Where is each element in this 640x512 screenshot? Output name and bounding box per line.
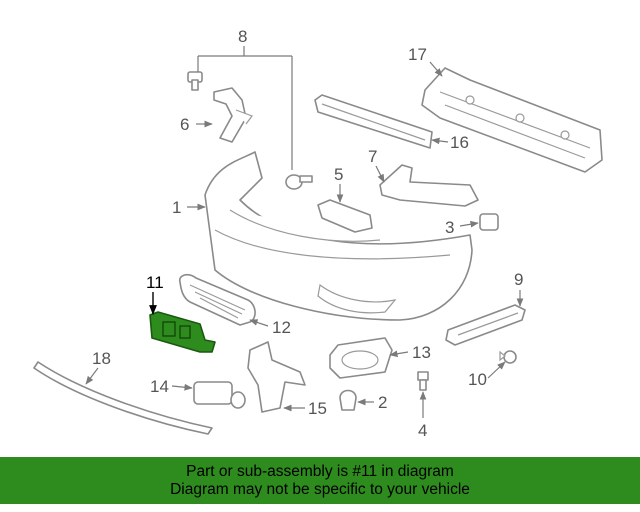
- part-16-absorber: [314, 94, 433, 149]
- part-18-molding: [33, 361, 213, 435]
- callout-8: 8: [238, 27, 247, 46]
- callout-9: 9: [514, 270, 523, 289]
- info-banner: Part or sub-assembly is #11 in diagram D…: [0, 457, 640, 504]
- part-9-side-support: [445, 304, 526, 346]
- part-5-bracket: [317, 199, 373, 233]
- callout-13: 13: [412, 343, 431, 362]
- part-8-clip-left: [187, 71, 203, 91]
- callout-3: 3: [445, 218, 454, 237]
- part-15-duct: [247, 341, 306, 413]
- part-7-side-spacer: [379, 164, 479, 207]
- callout-5: 5: [334, 165, 343, 184]
- part-17-reinforcement: [421, 67, 603, 173]
- part-4-screw: [417, 371, 429, 391]
- callout-11: 11: [146, 273, 164, 292]
- part-11-highlighted: [149, 311, 216, 353]
- callout-12: 12: [272, 318, 291, 337]
- callout-15: 15: [308, 399, 327, 418]
- banner-line-1: Part or sub-assembly is #11 in diagram: [186, 462, 454, 480]
- leader-lines: [85, 46, 524, 418]
- part-3-clip: [479, 213, 499, 231]
- part-6-bracket: [213, 87, 253, 143]
- part-10-screw: [499, 350, 517, 364]
- part-2-clip: [339, 389, 357, 411]
- callout-labels: 8 6 1 5 7 3 9 10 11 12 13 14 15 2 4 16 1…: [92, 27, 523, 440]
- callout-10: 10: [468, 370, 487, 389]
- part-8-clip-right: [285, 174, 313, 190]
- callout-7: 7: [368, 147, 377, 166]
- part-14-foglight: [193, 381, 246, 409]
- part-12-grille: [178, 273, 256, 326]
- banner-line-2: Diagram may not be specific to your vehi…: [170, 480, 470, 498]
- callout-16: 16: [450, 133, 469, 152]
- part-13-foglight-cover: [329, 337, 393, 379]
- callout-2: 2: [378, 393, 387, 412]
- callout-17: 17: [408, 45, 427, 64]
- part-1-bumper-face: [204, 151, 473, 321]
- callout-14: 14: [150, 377, 169, 396]
- callout-4: 4: [418, 421, 427, 440]
- callout-18: 18: [92, 349, 111, 368]
- callout-1: 1: [172, 198, 181, 217]
- callout-6: 6: [180, 115, 189, 134]
